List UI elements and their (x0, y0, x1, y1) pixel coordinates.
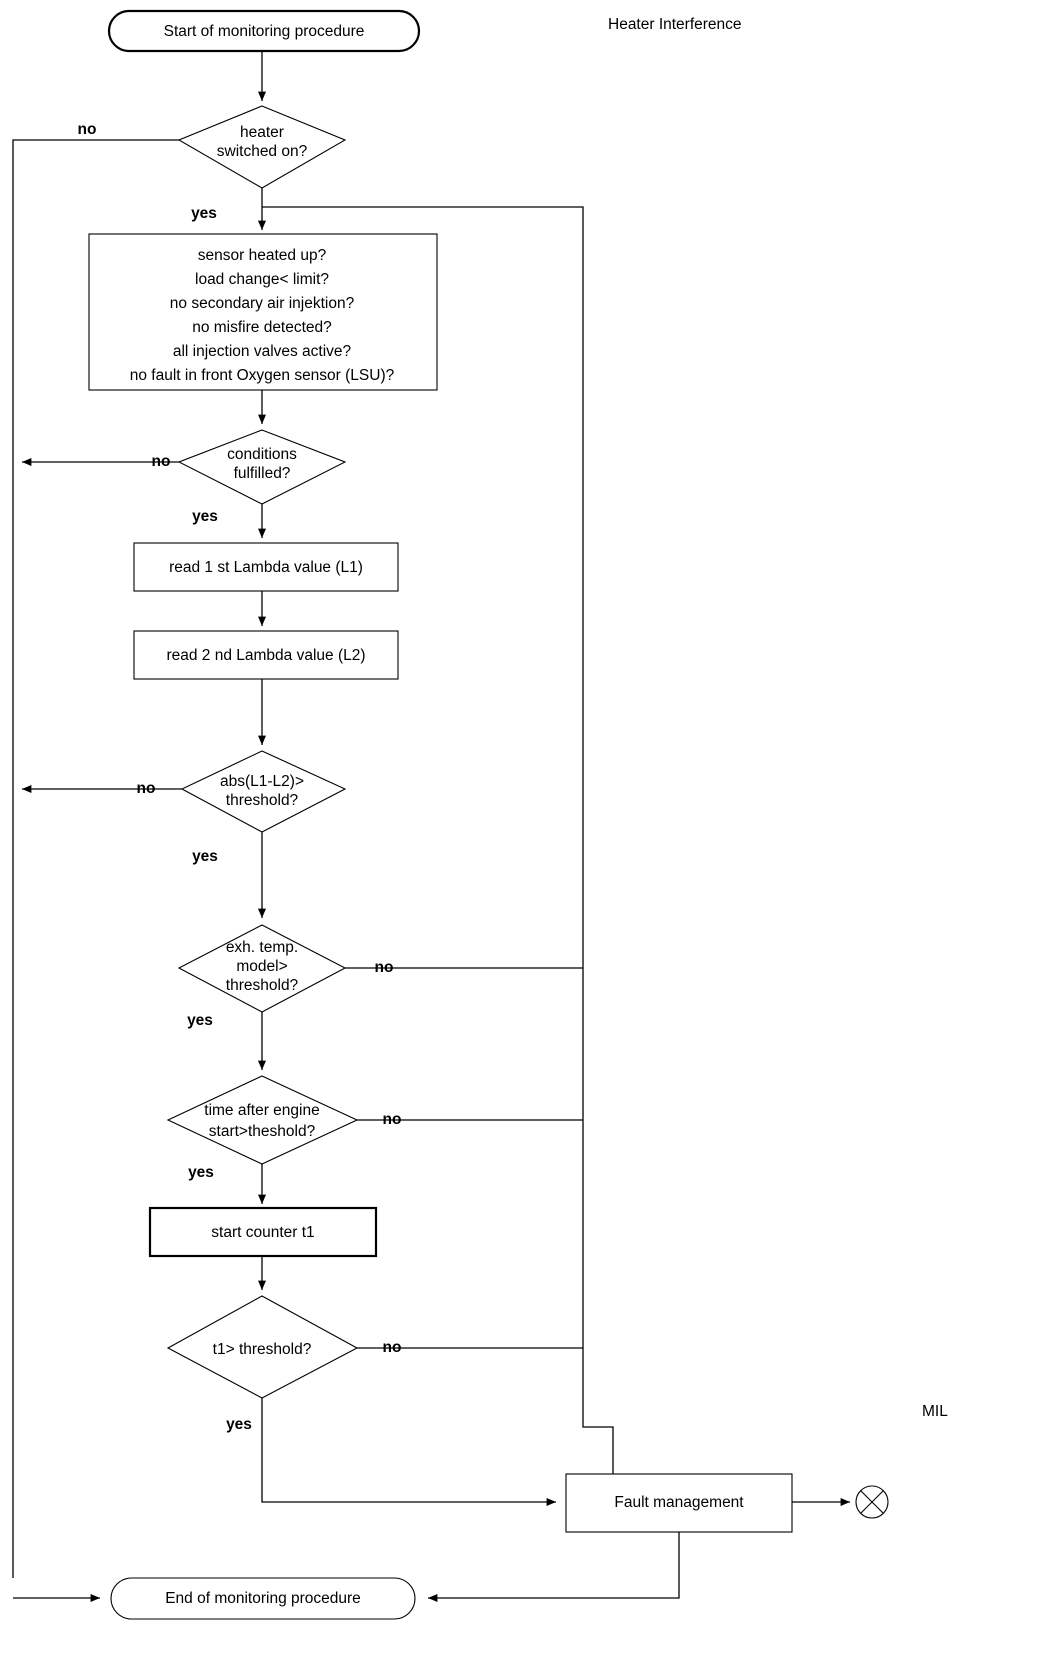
decision-heater-line-1: heater (240, 124, 284, 141)
edge-fault-to-end (427, 1532, 680, 1602)
label-abs-no: no (137, 780, 156, 797)
decision-time-line-1: time after engine (204, 1102, 319, 1119)
conditions-line-4: no misfire detected? (192, 319, 332, 336)
decision-exh-line-1: exh. temp. (226, 939, 298, 956)
decision-fulfilled-line-2: fulfilled? (234, 465, 291, 482)
mil-label: MIL (922, 1403, 948, 1420)
process-read2-label: read 2 nd Lambda value (L2) (166, 647, 365, 664)
process-read-second-lambda: read 2 nd Lambda value (L2) (133, 630, 399, 680)
edge-heater-no (12, 139, 179, 1578)
decision-exhaust-temp: exh. temp. model> threshold? (177, 924, 347, 1013)
decision-conditions-fulfilled: conditions fulfilled? (177, 429, 347, 505)
label-t1-yes: yes (226, 1416, 252, 1433)
decision-time-line-2: start>theshold? (209, 1123, 316, 1140)
label-time-yes: yes (188, 1164, 214, 1181)
label-exh-yes: yes (187, 1012, 213, 1029)
decision-fulfilled-line-1: conditions (227, 446, 297, 463)
process-counter-label: start counter t1 (211, 1224, 314, 1241)
conditions-line-2: load change< limit? (195, 271, 329, 288)
conditions-box: sensor heated up? load change< limit? no… (88, 233, 438, 391)
label-heater-yes: yes (191, 205, 217, 222)
diagram-title: Heater Interference (608, 16, 742, 33)
label-time-no: no (383, 1111, 402, 1128)
process-start-counter: start counter t1 (148, 1206, 378, 1258)
label-abs-yes: yes (192, 848, 218, 865)
decision-exh-line-3: threshold? (226, 977, 299, 994)
label-exh-no: no (375, 959, 394, 976)
label-fulfilled-no: no (152, 453, 171, 470)
decision-abs-line-2: threshold? (226, 792, 299, 809)
mil-lamp-icon (855, 1485, 889, 1519)
process-fault-label: Fault management (614, 1494, 744, 1511)
decision-heater: heater switched on? (177, 105, 347, 189)
decision-time-after-start: time after engine start>theshold? (166, 1075, 359, 1165)
label-t1-no: no (383, 1339, 402, 1356)
decision-exh-line-2: model> (236, 958, 287, 975)
label-fulfilled-yes: yes (192, 508, 218, 525)
process-read1-label: read 1 st Lambda value (L1) (169, 559, 363, 576)
decision-abs-diff: abs(L1-L2)> threshold? (180, 750, 347, 833)
process-fault-management: Fault management (565, 1473, 793, 1533)
decision-abs-line-1: abs(L1-L2)> (220, 773, 304, 790)
end-node: End of monitoring procedure (110, 1577, 416, 1620)
start-node-label: Start of monitoring procedure (164, 23, 365, 40)
edge-right-return-bus (262, 206, 614, 1474)
conditions-line-1: sensor heated up? (198, 247, 327, 264)
end-node-label: End of monitoring procedure (165, 1590, 361, 1607)
conditions-line-3: no secondary air injektion? (170, 295, 355, 312)
decision-heater-line-2: switched on? (217, 143, 308, 160)
start-node: Start of monitoring procedure (107, 9, 421, 53)
decision-t1-threshold: t1> threshold? (166, 1295, 359, 1399)
decision-t1-line-1: t1> threshold? (213, 1341, 312, 1358)
label-heater-no: no (78, 121, 97, 138)
conditions-line-5: all injection valves active? (173, 343, 352, 360)
conditions-line-6: no fault in front Oxygen sensor (LSU)? (130, 367, 395, 384)
process-read-first-lambda: read 1 st Lambda value (L1) (133, 542, 399, 592)
edge-t1-yes-to-fault (261, 1398, 557, 1506)
